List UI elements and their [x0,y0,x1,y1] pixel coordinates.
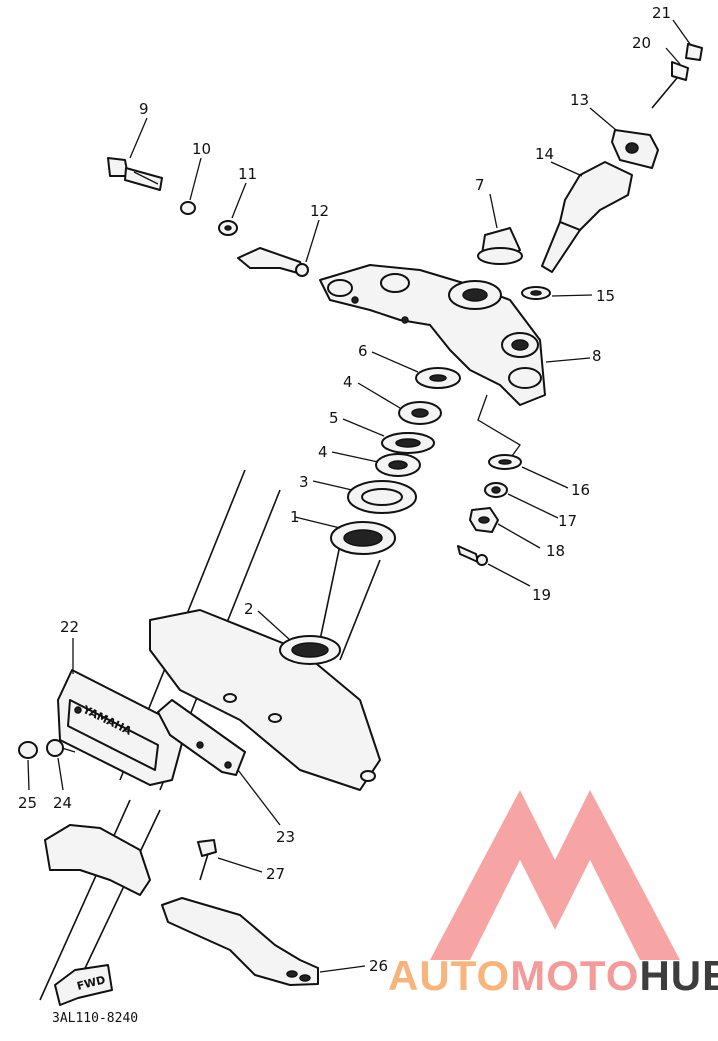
collar-17 [484,482,508,498]
lower-bracket [149,544,381,791]
pinch-bolt-9 [107,157,163,191]
plate-bracket-23 [157,699,246,776]
nut-18 [469,507,499,533]
label-3: 3 [299,473,309,491]
label-16: 16 [571,481,590,499]
label-5: 5 [329,409,339,427]
label-11: 11 [238,165,257,183]
steering-bearing-1 [330,521,396,555]
label-4a: 4 [318,443,328,461]
hose-guide-26 [161,897,319,986]
ring-nut-4a [375,453,421,477]
label-14: 14 [535,145,554,163]
label-1: 1 [290,508,300,526]
ring-nut-4b [398,401,442,425]
bolt-27 [197,839,217,881]
label-27: 27 [266,865,285,883]
bearing-race-3 [347,480,417,514]
watermark-part3: HUB [639,952,718,999]
label-18: 18 [546,542,565,560]
automotohub-logo [430,790,680,960]
label-23: 23 [276,828,295,846]
label-19: 19 [532,586,551,604]
leader-lines [27,19,691,973]
spring-washer-10 [180,201,196,215]
bolt-24 [46,739,76,757]
watermark-text: AUTOMOTOHUB [388,952,718,999]
wire-clamp-12 [237,247,309,277]
label-21: 21 [652,4,671,22]
drawing-code: 3AL110-8240 [52,1011,138,1026]
label-2: 2 [244,600,254,618]
label-13: 13 [570,91,589,109]
nut-25 [18,741,38,759]
steering-bearing-2 [279,635,341,665]
label-10: 10 [192,140,211,158]
label-26: 26 [369,957,388,975]
label-24: 24 [53,794,72,812]
label-6: 6 [358,342,368,360]
label-7: 7 [475,176,485,194]
label-22: 22 [60,618,79,636]
label-17: 17 [558,512,577,530]
label-20: 20 [632,34,651,52]
label-4b: 4 [343,373,353,391]
label-9: 9 [139,100,149,118]
handlebar-holder-13 [611,129,659,169]
washer-16 [488,454,522,470]
washer-11 [218,220,238,236]
cap-21 [685,43,703,61]
label-15: 15 [596,287,615,305]
part-labels: 1 2 3 4 4 5 6 7 8 9 10 11 12 13 14 15 16… [18,4,671,975]
bolt-20 [651,61,689,109]
washer-15 [521,286,551,300]
fork-lower [44,824,151,896]
forward-arrow: FWD [54,964,113,1006]
pin-19 [457,545,488,566]
washer-5 [381,432,435,454]
upper-bracket [319,264,546,406]
lock-washer-6 [415,367,461,389]
label-25: 25 [18,794,37,812]
watermark-part1: AUTO [388,952,510,999]
watermark-part2: MOTO [510,952,639,999]
label-8: 8 [592,347,602,365]
steering-cap-nut-7 [477,227,523,265]
emblem-plate-22: YAMAHA [57,669,187,786]
label-12: 12 [310,202,329,220]
handlebar-holder-14 [541,161,633,273]
